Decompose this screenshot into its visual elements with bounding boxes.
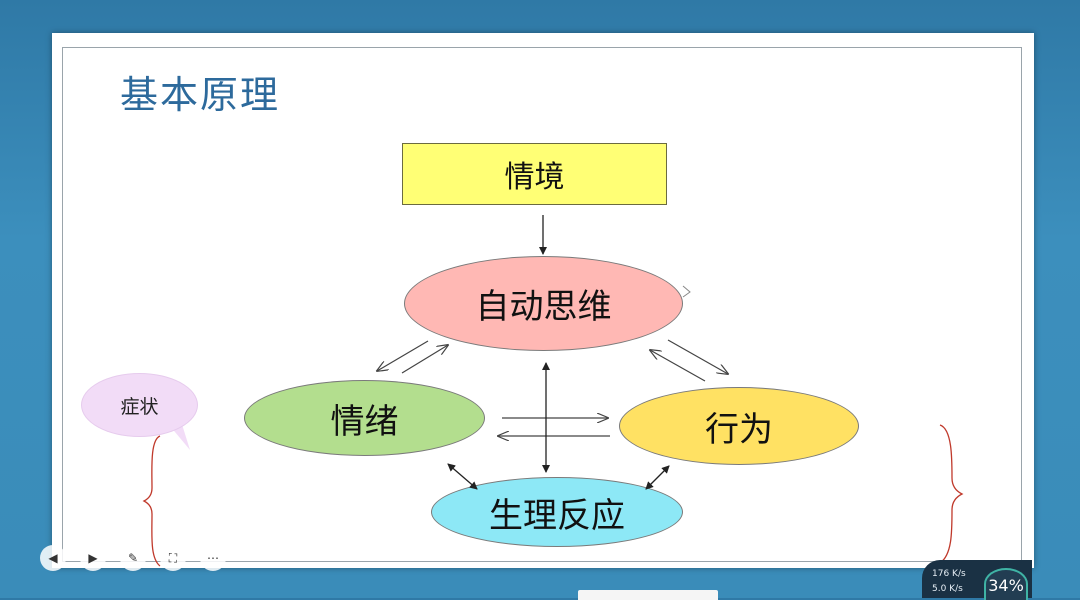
right-brace <box>939 424 964 564</box>
arrow-thoughts-to-behavior <box>667 339 728 374</box>
arrow-behavior-physiological <box>645 465 670 490</box>
node-automatic-thoughts: 自动思维 <box>404 256 683 351</box>
battery-percent: 34% <box>984 568 1028 600</box>
player-toolbar: ◀ ▶ ✎ ⛶ ⋯ <box>40 543 226 573</box>
arrow-thoughts-to-emotion <box>377 340 429 371</box>
play-icon[interactable]: ▶ <box>80 545 106 571</box>
node-situation: 情境 <box>402 143 667 205</box>
arrow-emotion-physiological <box>447 463 478 490</box>
network-widget: 176 K/s 5.0 K/s 34% <box>922 560 1032 600</box>
bottom-tab <box>578 590 718 600</box>
slide-title: 基本原理 <box>120 73 281 117</box>
node-emotion: 情绪 <box>244 380 485 456</box>
upload-speed: 176 K/s <box>932 569 966 579</box>
arrow-behavior-to-thoughts <box>650 350 706 382</box>
arrow-emotion-to-thoughts <box>401 345 448 374</box>
pen-icon[interactable]: ✎ <box>120 545 146 571</box>
screenshot-icon[interactable]: ⛶ <box>160 545 186 571</box>
cursor-mark <box>682 285 691 298</box>
previous-icon[interactable]: ◀ <box>40 545 66 571</box>
download-speed: 5.0 K/s <box>932 584 963 594</box>
left-brace <box>142 435 161 567</box>
more-icon[interactable]: ⋯ <box>200 545 226 571</box>
node-behavior: 行为 <box>619 387 859 465</box>
symptom-callout: 症状 <box>82 374 197 436</box>
